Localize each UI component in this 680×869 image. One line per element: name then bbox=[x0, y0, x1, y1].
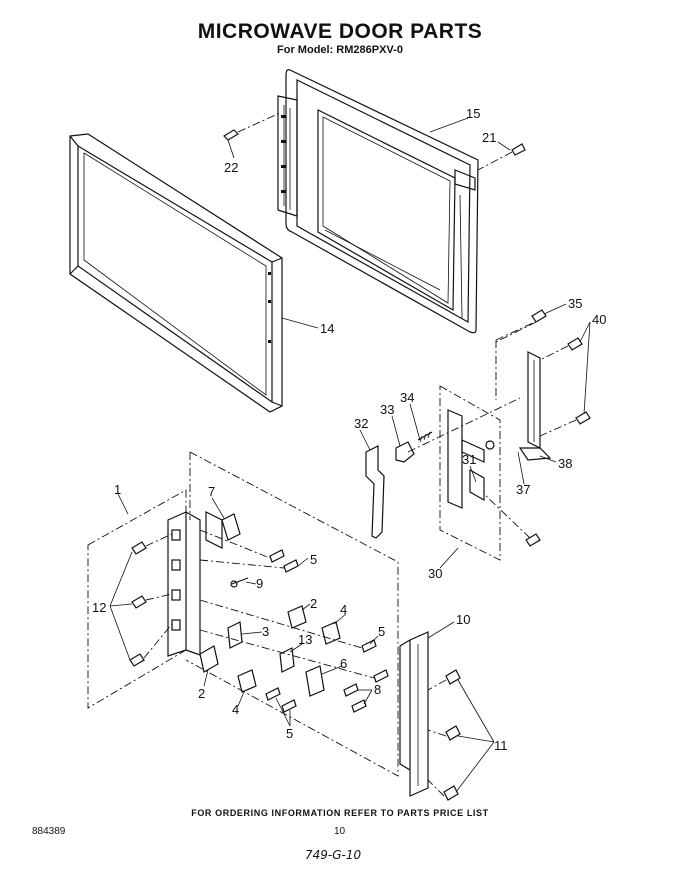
switch-part-6 bbox=[305, 665, 325, 697]
bracket-part-38 bbox=[518, 351, 552, 461]
callout-7: 7 bbox=[208, 484, 215, 499]
leader-lines bbox=[109, 117, 591, 793]
callout-12: 12 bbox=[92, 600, 106, 615]
screw-part-37 bbox=[483, 493, 541, 547]
callout-15: 15 bbox=[466, 106, 480, 121]
screw-part-22 bbox=[223, 111, 283, 141]
callout-32: 32 bbox=[354, 416, 368, 431]
callout-4-upper: 4 bbox=[340, 602, 347, 617]
screws-part-8 bbox=[343, 683, 367, 713]
callout-11: 11 bbox=[494, 738, 508, 753]
switch-part-7 bbox=[205, 511, 241, 549]
model-subtitle: For Model: RM286PXV-0 bbox=[277, 44, 403, 56]
actuator-part-9 bbox=[230, 577, 249, 588]
switch-part-4-lower bbox=[237, 669, 257, 693]
callout-8: 8 bbox=[374, 682, 381, 697]
callout-35: 35 bbox=[568, 296, 582, 311]
screws-part-40 bbox=[539, 337, 591, 437]
door-frame-part-15 bbox=[277, 69, 479, 334]
ordering-info-note: FOR ORDERING INFORMATION REFER TO PARTS … bbox=[191, 808, 489, 818]
callout-2-upper: 2 bbox=[310, 596, 317, 611]
callout-9: 9 bbox=[256, 576, 263, 591]
callout-31: 31 bbox=[462, 452, 476, 467]
callout-2-lower: 2 bbox=[198, 686, 205, 701]
switch-part-4-upper bbox=[321, 621, 341, 645]
callout-labels: 15 21 22 14 35 40 34 33 32 31 38 37 30 1… bbox=[92, 106, 606, 753]
switch-part-13 bbox=[279, 647, 295, 673]
page-number: 10 bbox=[334, 826, 346, 837]
callout-13: 13 bbox=[298, 632, 312, 647]
latch-frame-plate bbox=[167, 511, 201, 657]
rail-part-10 bbox=[399, 631, 429, 797]
callout-5-upper: 5 bbox=[310, 552, 317, 567]
callout-4-lower: 4 bbox=[232, 702, 239, 717]
callout-14: 14 bbox=[320, 321, 334, 336]
screws-part-11 bbox=[427, 669, 461, 801]
callout-5-lower: 5 bbox=[286, 726, 293, 741]
callout-1: 1 bbox=[114, 482, 121, 497]
lever-part-32 bbox=[365, 445, 385, 539]
screw-part-21 bbox=[477, 143, 526, 171]
screws-part-5 bbox=[199, 529, 389, 713]
callout-3: 3 bbox=[262, 624, 269, 639]
glass-panel-part-14 bbox=[69, 133, 283, 413]
switch-bracket-dashed-outline bbox=[185, 451, 399, 777]
callout-33: 33 bbox=[380, 402, 394, 417]
callout-38: 38 bbox=[558, 456, 572, 471]
latch-plate-part-30 bbox=[447, 409, 495, 509]
callout-22: 22 bbox=[224, 160, 238, 175]
callout-40: 40 bbox=[592, 312, 606, 327]
screws-part-12 bbox=[129, 533, 173, 667]
spring-part-34 bbox=[417, 431, 433, 443]
switch-part-2-lower bbox=[199, 645, 219, 673]
callout-30: 30 bbox=[428, 566, 442, 581]
handwritten-reference: 749-G-10 bbox=[305, 848, 362, 862]
latch-assembly-box-part-30 bbox=[439, 321, 536, 561]
callout-6: 6 bbox=[340, 656, 347, 671]
switch-part-2-upper bbox=[287, 605, 307, 629]
callout-37: 37 bbox=[516, 482, 530, 497]
callout-10: 10 bbox=[456, 612, 470, 627]
page-title: MICROWAVE DOOR PARTS bbox=[197, 20, 483, 43]
latch-hook-part-33 bbox=[395, 441, 415, 463]
document-number: 884389 bbox=[32, 826, 66, 837]
callout-5-middle: 5 bbox=[378, 624, 385, 639]
plate-part-3 bbox=[227, 621, 243, 649]
screw-part-35 bbox=[495, 309, 547, 343]
callout-34: 34 bbox=[400, 390, 414, 405]
callout-21: 21 bbox=[482, 130, 496, 145]
